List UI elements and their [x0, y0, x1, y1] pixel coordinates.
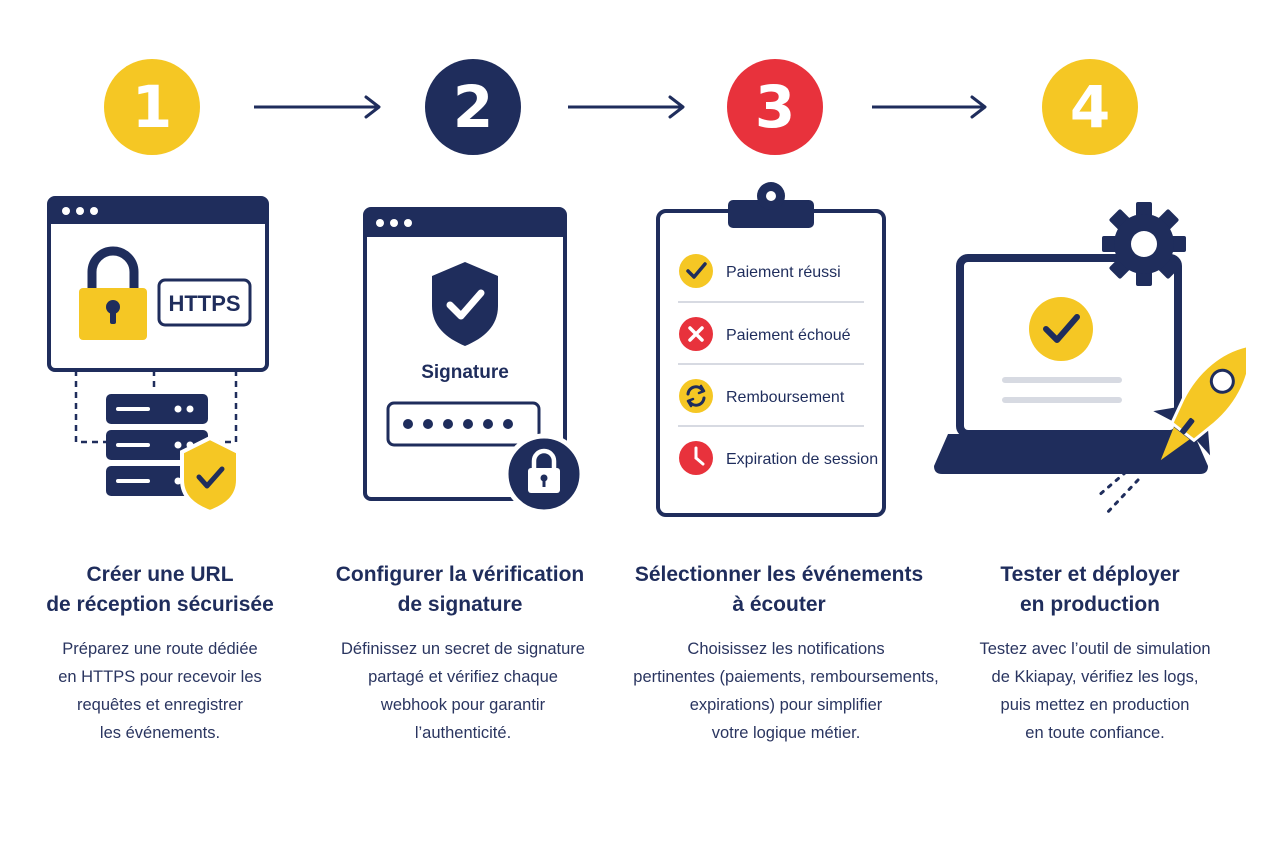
refresh-icon [679, 379, 713, 413]
check-circle-icon [1029, 297, 1093, 361]
gear-icon [1102, 202, 1186, 286]
test-deploy-illustration [934, 202, 1246, 516]
password-dots [403, 419, 513, 429]
arrow-right-icon [254, 95, 381, 119]
event-label: Expiration de session [726, 451, 878, 468]
rocket-icon [1153, 343, 1246, 461]
clock-icon [679, 441, 713, 475]
shield-check-icon [180, 435, 240, 515]
step-3-number: 3 [727, 59, 823, 155]
step-1-number: 1 [104, 59, 200, 155]
secure-url-illustration: HTTPS [47, 196, 269, 515]
https-badge-label: HTTPS [168, 291, 240, 316]
event-label: Paiement réussi [726, 264, 841, 281]
event-label: Remboursement [726, 389, 845, 406]
events-clipboard-illustration: Paiement réussi Paiement échoué Rembours… [656, 182, 886, 517]
step-2-number: 2 [425, 59, 521, 155]
signature-verification-illustration: Signature [363, 207, 585, 515]
arrow-right-icon [872, 95, 987, 119]
event-label: Paiement échoué [726, 327, 851, 344]
signature-label: Signature [421, 362, 509, 383]
shield-check-icon [432, 262, 498, 346]
x-circle-icon [679, 317, 713, 351]
lock-icon [503, 433, 585, 515]
check-circle-icon [679, 254, 713, 288]
arrow-right-icon [568, 95, 685, 119]
step-4-number: 4 [1042, 59, 1138, 155]
